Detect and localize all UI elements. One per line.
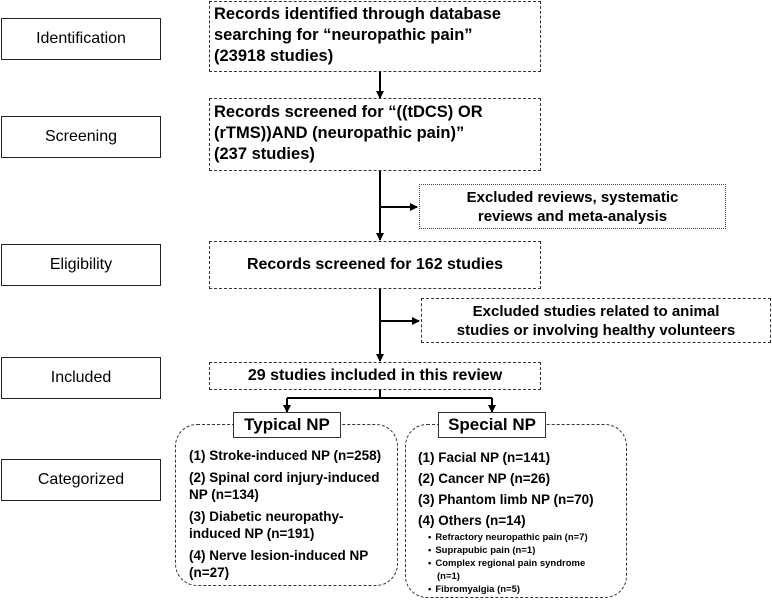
stage-identification: Identification — [1, 18, 161, 60]
excluded-animal-line: Excluded studies related to animal — [472, 303, 720, 320]
typical-np-heading: Typical NP — [233, 412, 341, 438]
typical-np-list: (1) Stroke-induced NP (n=258) (2) Spinal… — [189, 447, 381, 586]
list-item: (3) Diabetic neuropathy-induced NP (n=19… — [189, 509, 344, 541]
special-np-list: (1) Facial NP (n=141) (2) Cancer NP (n=2… — [418, 449, 594, 597]
typical-np-panel — [175, 424, 398, 586]
stage-screening: Screening — [1, 116, 161, 158]
special-np-heading: Special NP — [438, 412, 546, 438]
stage-included: Included — [1, 357, 161, 399]
list-item: (4) Others (n=14) — [418, 513, 526, 528]
records-identified-box: Records identified through database sear… — [209, 1, 541, 72]
studies-included-box: 29 studies included in this review — [209, 362, 541, 390]
list-item: (3) Phantom limb NP (n=70) — [418, 492, 594, 507]
excluded-reviews-line: Excluded reviews, systematic — [466, 189, 679, 206]
stage-categorized: Categorized — [1, 459, 161, 501]
records-screened-box: Records screened for “((tDCS) OR (rTMS))… — [209, 98, 541, 171]
records-screened-line: (rTMS))AND (neuropathic pain)” — [214, 124, 465, 142]
others-sub-item: Refractory neuropathic pain (n=7) — [428, 532, 594, 544]
others-sub-item-continued: (n=1) — [437, 571, 460, 582]
excluded-animal-box: Excluded studies related to animal studi… — [421, 298, 771, 343]
others-sub-item: Suprapubic pain (n=1) — [428, 545, 594, 557]
records-screened-line: (237 studies) — [214, 145, 315, 163]
list-item: (1) Facial NP (n=141) — [418, 450, 551, 465]
records-identified-line: (23918 studies) — [214, 47, 334, 65]
others-sub-item: Fibromyalgia (n=5) — [428, 584, 594, 596]
stage-eligibility: Eligibility — [1, 244, 161, 286]
list-item: (1) Stroke-induced NP (n=258) — [189, 448, 382, 463]
list-item: (2) Cancer NP (n=26) — [418, 471, 551, 486]
list-item: (4) Nerve lesion-induced NP(n=27) — [189, 548, 369, 580]
excluded-reviews-line: reviews and meta-analysis — [477, 208, 668, 225]
records-identified-line: Records identified through database — [214, 5, 501, 23]
records-identified-line: searching for “neuropathic pain” — [214, 26, 473, 44]
records-screened-line: Records screened for “((tDCS) OR — [214, 103, 483, 121]
excluded-animal-line: studies or involving healthy volunteers — [456, 322, 736, 339]
records-eligible-box: Records screened for 162 studies — [209, 241, 541, 289]
excluded-reviews-box: Excluded reviews, systematic reviews and… — [419, 184, 726, 229]
branch-included-to-categories — [287, 390, 492, 399]
others-sub-item: Complex regional pain syndrome — [428, 558, 594, 570]
